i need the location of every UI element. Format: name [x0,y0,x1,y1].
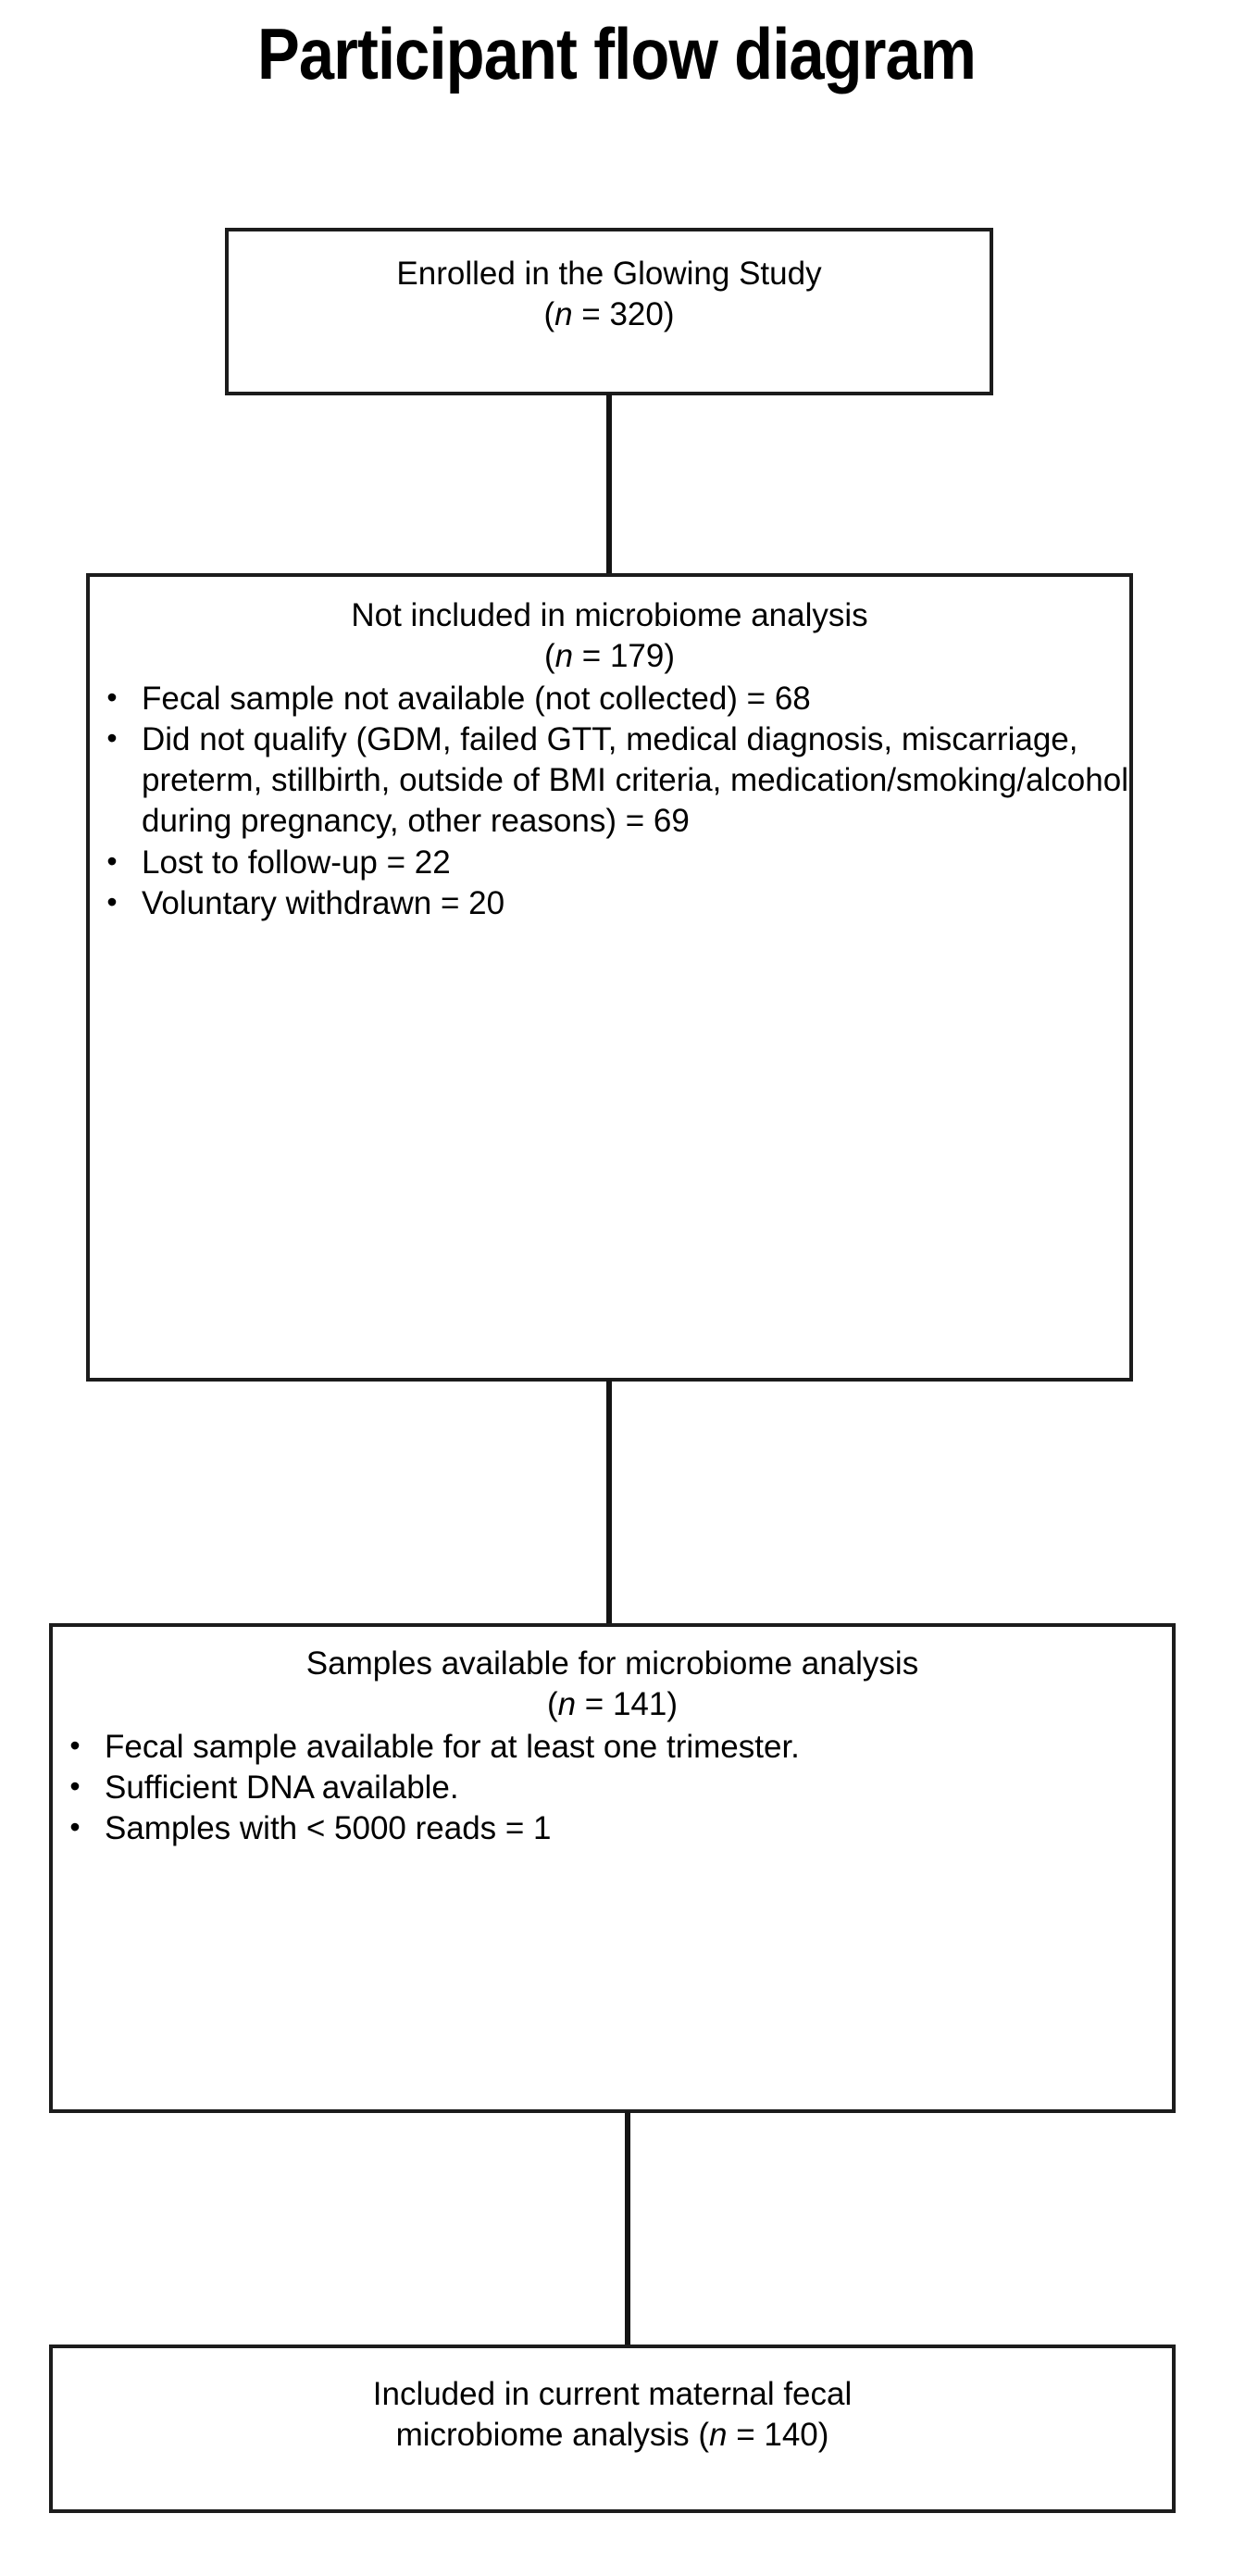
flow-node-available-title: Samples available for microbiome analysi… [305,1645,919,1682]
bullet-icon: • [69,1769,81,1804]
list-item-label: Fecal sample not available (not collecte… [142,681,811,718]
list-item: • Samples with < 5000 reads = 1 [53,1808,1172,1849]
bullet-icon: • [69,1729,81,1763]
connector-available-to-included [625,2111,630,2346]
connector-excluded-to-available [606,1380,612,1625]
n-symbol: n [554,296,573,333]
flow-node-enrolled: Enrolled in the Glowing Study (n = 320) [225,228,993,395]
list-item-label: Did not qualify (GDM, failed GTT, medica… [142,721,1128,840]
page-title: Participant flow diagram [256,13,977,94]
list-item: • Fecal sample not available (not collec… [90,679,1129,719]
list-item: • Voluntary withdrawn = 20 [90,883,1129,924]
list-item-label: Sufficient DNA available. [105,1769,459,1807]
list-item: • Sufficient DNA available. [53,1768,1172,1808]
flow-node-included: Included in current maternal fecal micro… [49,2345,1176,2513]
list-item-label: Fecal sample available for at least one … [105,1729,800,1766]
connector-enrolled-to-excluded [606,394,612,575]
flow-node-included-line2: microbiome analysis (n = 140) [53,2415,1172,2456]
bullet-icon: • [106,884,118,919]
flow-node-excluded-count: (n = 179) [90,636,1129,677]
included-label-prefix: microbiome analysis ( [395,2417,709,2454]
n-symbol: n [709,2417,728,2454]
flow-node-included-line1: Included in current maternal fecal [372,2376,853,2412]
flow-node-excluded-title: Not included in microbiome analysis [351,597,868,633]
n-symbol: n [557,1686,577,1723]
bullet-icon: • [69,1810,81,1844]
list-item: • Did not qualify (GDM, failed GTT, medi… [90,719,1129,842]
list-item: • Fecal sample available for at least on… [53,1727,1172,1768]
paren-open: ( [543,296,555,333]
flow-node-available-criteria-list: • Fecal sample available for at least on… [53,1727,1172,1849]
n-symbol: n [554,638,574,675]
bullet-icon: • [106,681,118,715]
bullet-icon: • [106,844,118,878]
list-item-label: Voluntary withdrawn = 20 [142,884,505,921]
flow-node-included-body: Included in current maternal fecal micro… [53,2348,1172,2456]
flow-node-available-body: Samples available for microbiome analysi… [53,1627,1172,1849]
flow-node-available-count: (n = 141) [53,1684,1172,1725]
flow-node-excluded-body: Not included in microbiome analysis (n =… [90,577,1129,924]
paren-open: ( [543,638,555,675]
n-value: = 140) [727,2417,829,2454]
n-value: = 179) [573,638,676,675]
n-value: = 320) [572,296,675,333]
list-item-label: Samples with < 5000 reads = 1 [105,1810,552,1847]
flow-node-available: Samples available for microbiome analysi… [49,1623,1176,2113]
list-item-label: Lost to follow-up = 22 [142,844,451,881]
n-value: = 141) [576,1686,679,1723]
flow-node-enrolled-count: (n = 320) [229,294,990,335]
list-item: • Lost to follow-up = 22 [90,843,1129,883]
flow-node-enrolled-title: Enrolled in the Glowing Study [396,256,822,292]
flow-node-excluded-reason-list: • Fecal sample not available (not collec… [90,679,1129,924]
bullet-icon: • [106,721,118,756]
paren-open: ( [546,1686,558,1723]
flow-node-enrolled-body: Enrolled in the Glowing Study (n = 320) [229,231,990,335]
flow-node-excluded: Not included in microbiome analysis (n =… [86,573,1133,1382]
